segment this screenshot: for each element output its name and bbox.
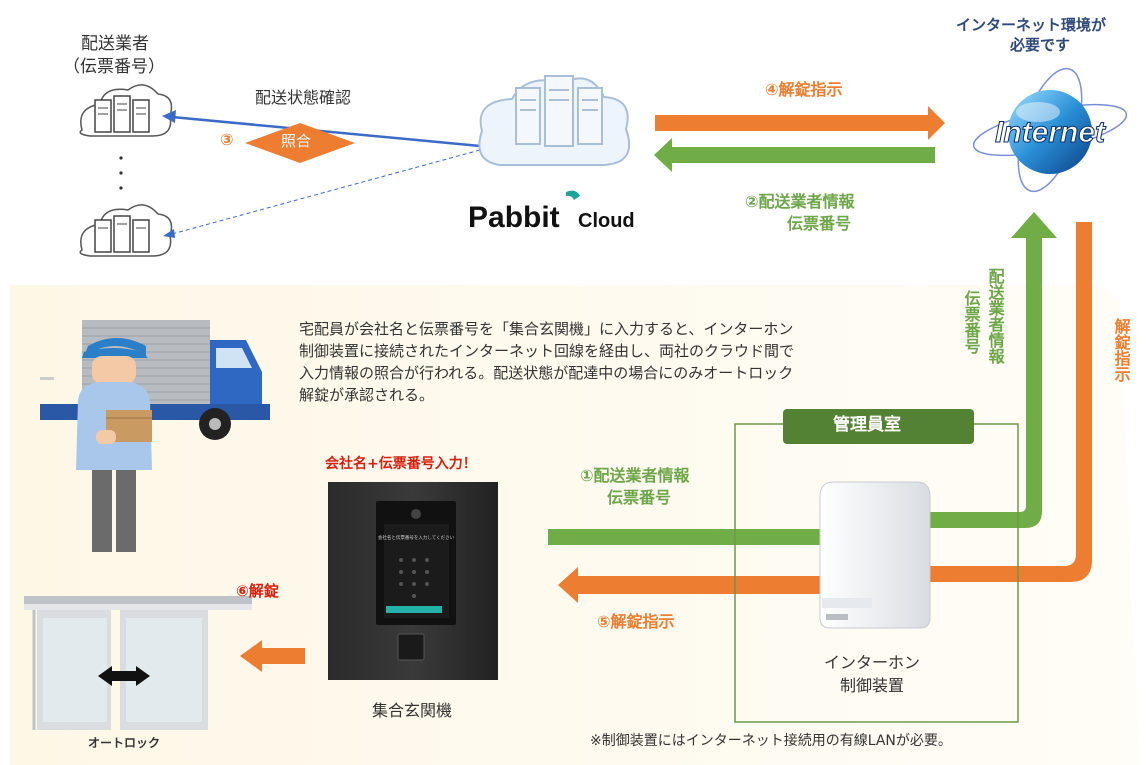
internet-note-line1: インターネット環境が (956, 16, 1107, 34)
collation-diamond (245, 123, 355, 163)
step5-arrow (558, 567, 823, 603)
step6-label: ⑥解錠 (236, 582, 279, 600)
management-room-label: 管理員室 (833, 415, 901, 435)
info-up-arrow (930, 212, 1057, 528)
company-input-label: 会社名+伝票番号入力！ (325, 456, 477, 472)
step2-label-line2: 伝票番号 (787, 214, 852, 233)
status-check-arrow (162, 110, 481, 148)
vertical-unlock-label: 解錠指示 (1111, 318, 1131, 382)
pabbit-cloud-text: Cloud (578, 210, 635, 232)
management-room-label-bg (783, 409, 974, 444)
delivery-status-check-label: 配送状態確認 (255, 88, 352, 107)
intercom-label-line1: インターホン (824, 653, 921, 672)
intercom-label-line2: 制御装置 (840, 676, 905, 695)
step1-label-line1: ①配送業者情報 (580, 466, 690, 485)
step1-label-line2: 伝票番号 (607, 488, 672, 507)
delivery-server-icon-top (79, 84, 173, 137)
pabbit-cloud-server-icon (478, 75, 631, 166)
step6-arrow (240, 640, 305, 672)
collation-label: 照合 (281, 132, 312, 150)
status-check-dashed-arrow (163, 149, 481, 238)
vertical-info-label: 配送業者情報 (985, 268, 1005, 364)
pabbit-logo-mark (566, 190, 580, 200)
internet-globe-icon (972, 67, 1128, 193)
step2-label-line1: ②配送業者情報 (745, 192, 855, 211)
panel-prompt-text: 会社名と伝票番号を入力してください (378, 534, 455, 541)
vertical-slip-label: 伝票番号 (961, 290, 981, 354)
step1-arrow (548, 529, 823, 545)
step4-arrow (655, 106, 945, 140)
autolock-label: オートロック (88, 736, 161, 750)
step5-label: ⑤解錠指示 (597, 612, 675, 631)
vertical-ellipsis (119, 156, 123, 190)
pabbit-logo-text: Pabbit (468, 201, 560, 234)
lower-background-area (10, 285, 1140, 765)
internet-logo-text: Internet (995, 116, 1107, 149)
internet-note-line2: 必要です (1010, 36, 1071, 54)
delivery-company-name: 配送業者 (81, 34, 149, 54)
delivery-person-icon (76, 338, 152, 552)
delivery-company-sub: （伝票番号） (63, 57, 165, 77)
entrance-device-label: 集合玄関機 (372, 701, 453, 720)
step3-number: ③ (220, 130, 234, 149)
footnote-text: ※制御装置にはインターネット接続用の有線LANが必要。 (590, 733, 952, 749)
delivery-server-icon-bottom (79, 204, 173, 257)
intercom-panel-icon (328, 482, 498, 680)
control-unit-icon (819, 481, 931, 629)
step2-arrow (654, 138, 935, 172)
step4-label: ④解錠指示 (765, 80, 843, 99)
description-text: 宅配員が会社名と伝票番号を「集合玄関機」に入力すると、インターホン 制御装置に接… (299, 320, 795, 404)
door-icon (24, 596, 252, 730)
